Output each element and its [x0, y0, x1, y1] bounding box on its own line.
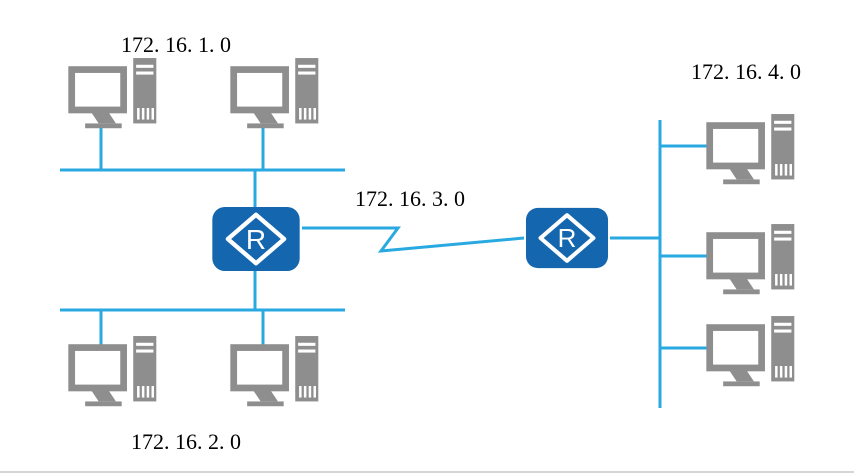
computer-icon	[72, 336, 157, 406]
computer-icon	[234, 336, 319, 406]
computer-icon	[710, 114, 795, 184]
computer-icon	[710, 224, 795, 294]
serial-link-zigzag	[302, 226, 525, 253]
computer-icon	[72, 58, 157, 128]
network-label-lan1: 172. 16. 1. 0	[121, 32, 231, 57]
computer-icon	[234, 58, 319, 128]
router-label: R	[558, 223, 577, 253]
router-2: R	[526, 208, 608, 268]
router-label: R	[246, 224, 266, 255]
network-label-lan2: 172. 16. 2. 0	[131, 429, 241, 454]
router-1: R	[212, 207, 299, 271]
network-label-wan3: 172. 16. 3. 0	[355, 186, 465, 211]
network-label-lan4: 172. 16. 4. 0	[691, 59, 801, 84]
computer-icon	[710, 316, 795, 386]
